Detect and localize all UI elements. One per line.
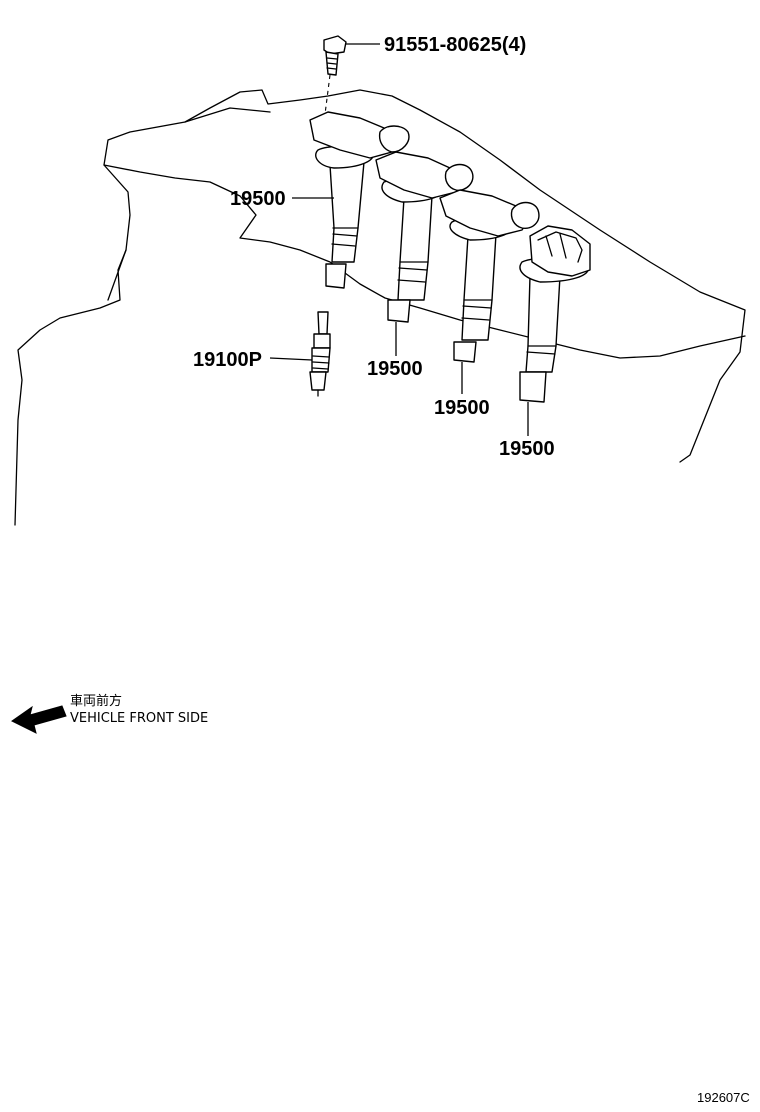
direction-note-japanese: 車両前方 [70, 693, 122, 709]
spark-plug-part-number: 19100P [193, 349, 262, 371]
direction-note-english: VEHICLE FRONT SIDE [70, 711, 208, 726]
ignition-coil-2 [375, 151, 474, 323]
engine-head-outline [14, 89, 746, 526]
spark-plug-part [309, 311, 331, 397]
leader-lines [269, 43, 529, 436]
bolt-part-number: 91551-80625(4) [384, 34, 526, 56]
coil-1-part-number: 19500 [230, 188, 286, 210]
front-direction-arrow-icon [11, 705, 67, 734]
ignition-coil-3 [439, 189, 540, 363]
bolt-part [323, 35, 347, 76]
coil-2-part-number: 19500 [367, 358, 423, 380]
coil-3-part-number: 19500 [434, 397, 490, 419]
ignition-coil-4 [519, 225, 591, 403]
bolt-dashed-path [322, 74, 331, 131]
figure-code: 192607C [697, 1090, 750, 1105]
ignition-coil-1 [309, 111, 410, 289]
coil-4-part-number: 19500 [499, 438, 555, 460]
